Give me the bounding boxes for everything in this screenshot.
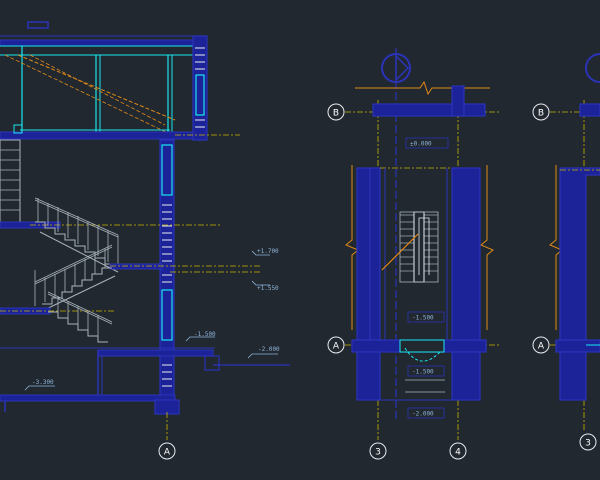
floor-slab-lower xyxy=(97,349,214,357)
plan-level-m1500a-text: -1.500 xyxy=(412,315,434,322)
plan-walk-arrow xyxy=(418,217,430,275)
level-marker-m2000: -2.000 xyxy=(247,346,280,359)
stair-plan-view-2: B A 3 xyxy=(532,53,600,451)
level-marker-1550: +1.550 xyxy=(251,280,279,292)
roof-brace-line xyxy=(4,54,171,135)
foundation-step xyxy=(204,355,220,371)
plan2-lower-wall xyxy=(559,351,587,401)
plan-top-column xyxy=(451,85,465,117)
stair-flight-2 xyxy=(42,267,112,305)
brick-hatch-top xyxy=(195,47,205,128)
plan-axis-b-label: B xyxy=(333,109,339,119)
section-axis-a-bubble xyxy=(158,442,176,460)
plan-stair-treads xyxy=(400,214,438,272)
plan-lower-wall-left xyxy=(356,351,381,401)
plan2-top-beam xyxy=(579,103,600,117)
section-axis-a-label: A xyxy=(164,448,171,458)
upper-stair-treads xyxy=(0,149,20,211)
plan-axis-4-label: 4 xyxy=(455,448,461,458)
plan-axis-3-bubble xyxy=(369,442,387,460)
plan2-axis-a-label: A xyxy=(538,342,545,352)
plan-level-m1500b: -1.500 xyxy=(407,365,445,377)
plan-top-beam xyxy=(372,103,486,117)
section-lower-window-2 xyxy=(161,289,173,341)
level-m3300-text: -3.300 xyxy=(32,379,54,386)
plan-level-m2000-text: -2.000 xyxy=(412,411,434,418)
plan2-axis-3-label: 3 xyxy=(585,439,591,449)
section-main-wall xyxy=(192,35,208,141)
roof-brace-line xyxy=(29,54,166,126)
level-marker-m1500: -1.500 xyxy=(185,331,216,342)
stair-railing-2 xyxy=(34,244,113,306)
stair-flight-1-underside xyxy=(39,231,119,273)
plan-left-wall xyxy=(356,167,381,341)
plan2-axis-3-bubble xyxy=(579,433,597,451)
level-m1500-text: -1.500 xyxy=(194,331,216,338)
plan2-break-line xyxy=(549,165,563,330)
plan-level-m2000: -2.000 xyxy=(407,407,445,419)
plan-axis-3-label: 3 xyxy=(375,448,381,458)
plan-level-pm0000-text: ±0.000 xyxy=(410,141,432,148)
level-m2000-text: -2.000 xyxy=(258,346,280,353)
stair-section-view: A +1.700 +1.550 -1.500 -2.000 -3.300 xyxy=(0,21,290,460)
section-cut-arrow xyxy=(395,54,410,82)
roof-parapet xyxy=(27,21,49,29)
section-lower-window xyxy=(161,144,173,196)
landing-slab-2 xyxy=(109,263,163,270)
break-line-left xyxy=(345,165,359,330)
plan-right-wall xyxy=(451,167,481,341)
plan-stair-flight-box xyxy=(399,211,439,283)
plan-cut-line xyxy=(381,233,419,271)
plan2-left-wall xyxy=(559,167,600,341)
stair-railing-1 xyxy=(34,197,119,266)
roof-slab xyxy=(0,39,201,47)
plan-lower-wall-right xyxy=(451,351,481,401)
plan2-axis-a-bubble xyxy=(532,336,550,354)
plan2-axis-b-bubble xyxy=(532,103,550,121)
plan-level-pm0000: ±0.000 xyxy=(405,137,449,149)
section-wall-window xyxy=(195,74,205,116)
level-marker-1700: +1.700 xyxy=(251,248,279,256)
break-line-top xyxy=(355,80,490,96)
stair-flight-1 xyxy=(35,221,115,265)
level-1550-text: +1.550 xyxy=(257,285,279,292)
basement-slab xyxy=(0,394,176,402)
level-1700-text: +1.700 xyxy=(257,248,279,255)
stair-plan-view: B A 3 4 xyxy=(327,48,500,460)
plan-axis-a-label: A xyxy=(333,342,340,352)
plan-axis-a-bubble xyxy=(327,336,345,354)
plan-axis-b-bubble xyxy=(327,103,345,121)
plan-level-m1500a: -1.500 xyxy=(407,311,445,323)
cyan-node xyxy=(13,124,23,134)
plan-door-opening xyxy=(399,339,445,353)
stair-flight-2-underside xyxy=(39,275,116,313)
level-marker-m3300: -3.300 xyxy=(24,379,55,391)
break-line-right xyxy=(480,165,494,330)
plan2-axis-b-label: B xyxy=(538,109,544,119)
column-footing xyxy=(154,399,180,415)
plan-door-swing xyxy=(404,347,441,362)
plan2-bottom-wall xyxy=(555,339,600,353)
stair-railing-3 xyxy=(47,291,113,342)
plan-axis-4-bubble xyxy=(449,442,467,460)
section-cut-symbol-2 xyxy=(585,53,600,83)
roof-brace-line xyxy=(17,54,176,121)
brick-hatch xyxy=(162,204,172,387)
plan-level-m1500b-text: -1.500 xyxy=(412,369,434,376)
floor-slab-upper xyxy=(0,131,201,140)
